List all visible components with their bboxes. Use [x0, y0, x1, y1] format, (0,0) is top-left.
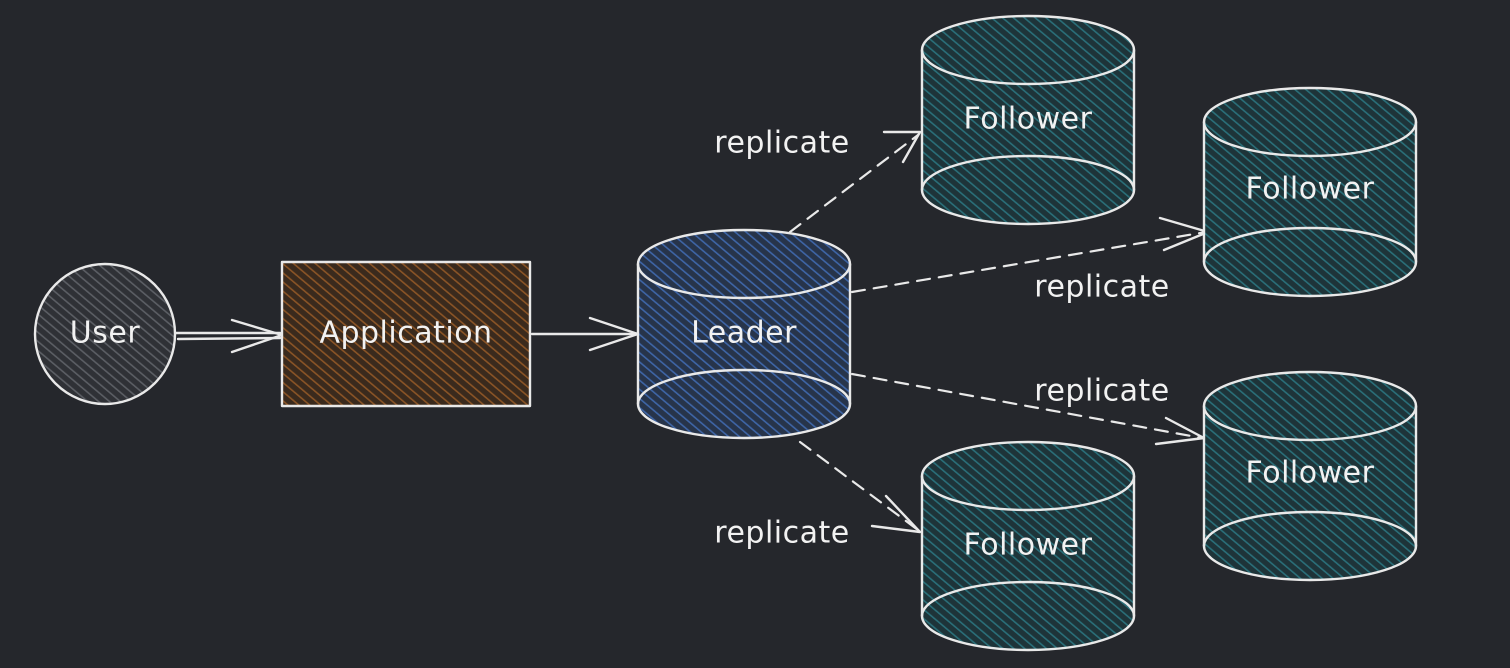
edge-user-application [174, 318, 284, 354]
node-user-label: User [70, 316, 141, 351]
node-follower-1[interactable]: Follower [920, 14, 1136, 226]
node-application[interactable]: Application [280, 260, 532, 408]
node-follower-4-label: Follower [964, 528, 1093, 563]
node-follower-2[interactable]: Follower [1202, 86, 1418, 298]
edge-label-replicate-4: replicate [714, 516, 849, 551]
node-follower-1-label: Follower [964, 102, 1093, 137]
node-leader-label: Leader [691, 316, 797, 351]
edge-label-replicate-3: replicate [1034, 374, 1169, 409]
node-follower-3[interactable]: Follower [1202, 370, 1418, 582]
edge-label-replicate-2: replicate [1034, 270, 1169, 305]
edge-leader-follower-1 [788, 130, 922, 234]
node-follower-4[interactable]: Follower [920, 440, 1136, 652]
edge-label-replicate-1: replicate [714, 126, 849, 161]
node-leader[interactable]: Leader [636, 228, 852, 440]
node-user[interactable]: User [33, 262, 177, 406]
node-application-label: Application [319, 316, 492, 351]
edge-application-leader [530, 316, 640, 352]
node-follower-2-label: Follower [1246, 172, 1375, 207]
node-follower-3-label: Follower [1246, 456, 1375, 491]
edge-leader-follower-4 [798, 440, 922, 534]
